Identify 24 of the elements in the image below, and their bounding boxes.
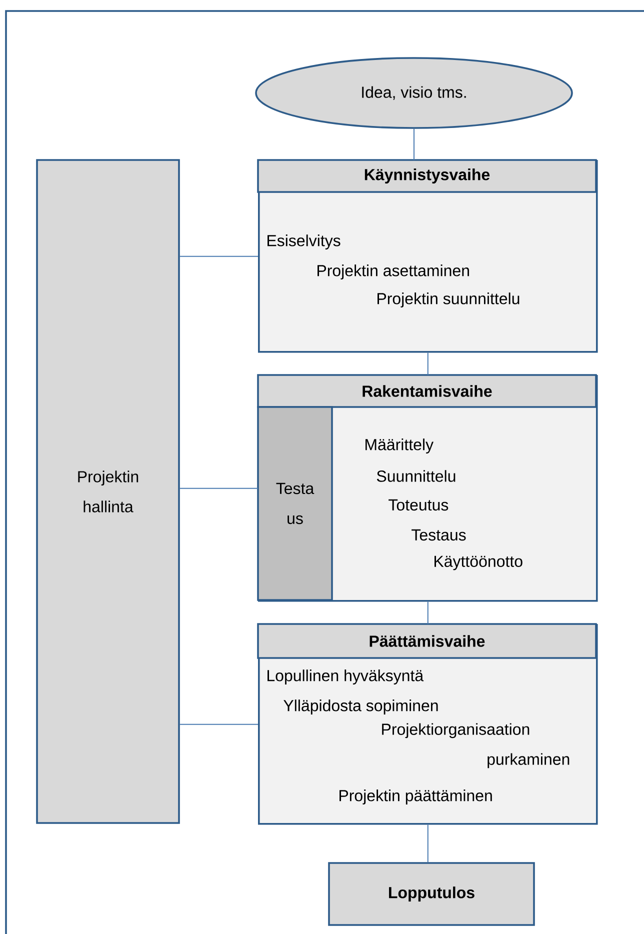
task-text: Esiselvitys bbox=[268, 234, 340, 250]
connector-line bbox=[179, 724, 258, 725]
phase-heading: Päättämisvaihe bbox=[370, 635, 485, 647]
task-text: Toteutus bbox=[388, 499, 448, 511]
management-box: Projektin hallinta bbox=[36, 159, 180, 824]
connector-line bbox=[179, 256, 258, 257]
connector-line bbox=[427, 824, 428, 863]
task-text: Projektin suunnittelu bbox=[378, 292, 520, 308]
task-text: Määrittely bbox=[366, 438, 434, 454]
task-text: Projektin päättäminen bbox=[340, 790, 492, 804]
task-text: Projektiorganisaation purkaminen bbox=[382, 723, 570, 768]
task-text: Käyttöönotto bbox=[434, 556, 522, 570]
task-text: Suunnittelu bbox=[376, 470, 456, 482]
phase-heading: Rakentamisvaihe bbox=[362, 385, 492, 397]
connector-line bbox=[427, 601, 428, 624]
task-text: Projektin asettaminen bbox=[318, 264, 469, 280]
connector-line bbox=[179, 488, 258, 489]
phase-heading: Käynnistysvaihe bbox=[364, 168, 490, 184]
connector-line bbox=[427, 352, 428, 376]
result-box: Lopputulos bbox=[328, 862, 535, 926]
task-text: Testaus bbox=[412, 529, 466, 541]
task-text: Ylläpidosta sopiminen bbox=[284, 700, 438, 714]
testing-bar: Testa us bbox=[257, 406, 333, 601]
task-text: Lopullinen hyväksyntä bbox=[268, 670, 424, 684]
